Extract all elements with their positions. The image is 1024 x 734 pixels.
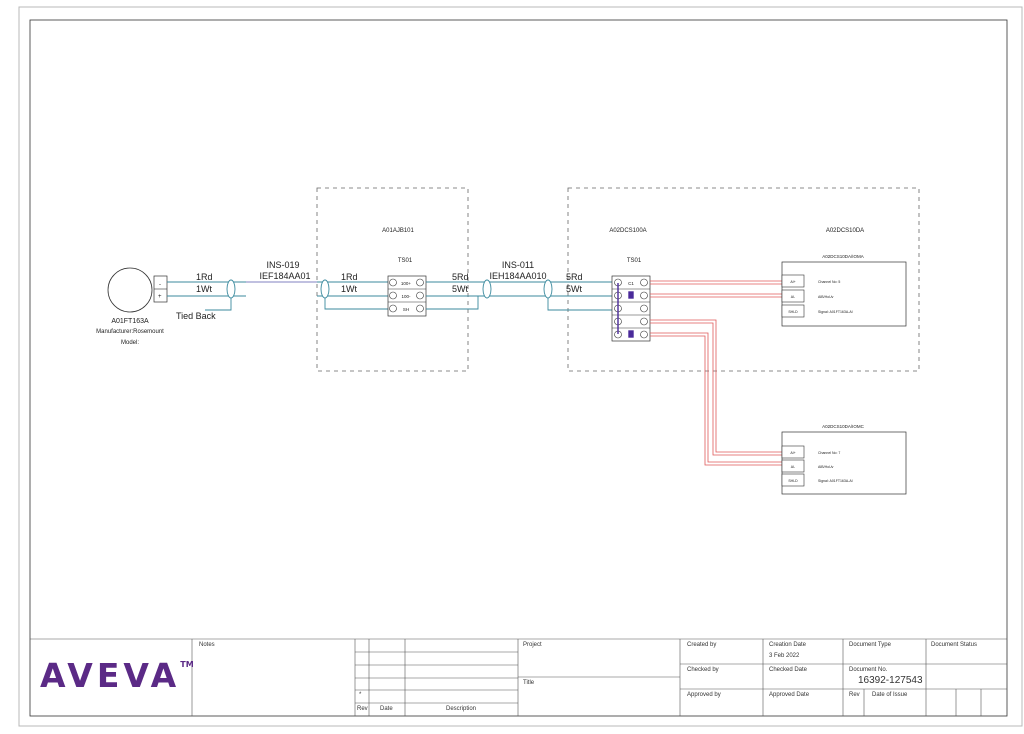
date-header: Date [380,706,393,712]
core-label-5rd-c: 5Rd [452,272,469,282]
cable-1-name: INS-019 [266,260,299,270]
document-status-label: Document Status [931,642,978,648]
aveva-logo: AVEVATM [40,656,194,695]
io-card-2-pin-1: AI+ [790,451,795,455]
rev-label: Rev [849,692,860,698]
transmitter-symbol[interactable] [107,267,153,313]
core-label-5wt-c: 5Wt [452,284,469,294]
instrument-manufacturer: Manufacturer:Rosemount [96,329,164,335]
dcs-bridge-jumpers [617,283,634,338]
dcs-right-tag: A02DCS10DA [826,228,864,234]
core-label-1wt-a: 1Wt [196,284,213,294]
junction-box-enclosure [316,187,469,372]
core-label-1rd-a: 1Rd [196,272,213,282]
creation-date-value: 3 Feb 2022 [769,653,800,659]
dcs-strip: TS01 [627,258,642,264]
io-card-1-pin-1: AI+ [790,280,795,284]
checked-date-label: Checked Date [769,667,808,673]
dcs-terminal-1[interactable]: C1 [628,281,634,286]
trademark-mark: TM [180,660,194,669]
io-card-2-desc-3: Signal: A01FT163A-AI [818,479,853,483]
io-card-1-desc-2: AIB/HoUv [818,295,834,299]
cable-2-part: IEH184AA010 [489,271,546,281]
dcs-left-tag: A02DCS100A [609,228,646,234]
red-signal-wires [650,280,782,466]
instrument-model: Model: [121,340,139,346]
creation-date-label: Creation Date [769,642,807,648]
document-type-label: Document Type [849,642,891,648]
io-card-1-desc-3: Signal: A01FT163A-AI [818,310,853,314]
io-card-2-desc-1: Channel No: 7 [818,451,840,455]
dcs-enclosure [567,187,920,372]
cable-ins-011-gland-right [543,279,553,299]
io-card-2-pin-2: AI- [791,465,796,469]
outer-border [18,6,1023,727]
io-card-2-desc-2: AIB/HoUv [818,465,834,469]
core-label-5wt-d: 5Wt [566,284,583,294]
io-card-2[interactable] [781,431,907,495]
core-label-1wt-b: 1Wt [341,284,358,294]
jb-terminal-screws [389,278,424,313]
core-label-5rd-d: 5Rd [566,272,583,282]
instrument-tag: A01FT163A [111,318,149,325]
io-card-1-pin-2: AI- [791,295,796,299]
cable-ins-019-wires [167,281,388,311]
terminal-plus-label: + [158,294,162,300]
created-by-label: Created by [687,642,717,648]
junction-box-strip: TS01 [398,258,413,264]
core-label-1rd-b: 1Rd [341,272,358,282]
tied-back-label: Tied Back [176,311,216,321]
approved-date-label: Approved Date [769,692,810,698]
jb-terminal-1[interactable]: 100+ [401,281,412,286]
project-label: Project [523,642,542,648]
jb-terminal-2[interactable]: 100- [401,294,411,299]
cable-ins-019-gland-right [320,279,330,299]
inner-border [29,19,1008,717]
title-label: Title [523,680,535,686]
io-card-2-title: A02DCS10DA/IOMC [822,424,865,429]
rev-marker: * [359,692,362,698]
title-block-grid [30,638,1007,716]
cable-1-part: IEF184AA01 [259,271,310,281]
logo-text: AVEVA [40,656,181,695]
document-no-value: 16392-127543 [858,675,923,686]
document-no-label: Document No. [849,667,888,673]
cable-ins-011-gland-left [482,279,492,299]
notes-label: Notes [199,642,215,648]
description-header: Description [446,706,477,712]
jb-terminal-3[interactable]: SH [403,307,409,312]
cable-ins-011-wires [426,281,616,311]
approved-by-label: Approved by [687,692,721,698]
io-card-1-title: A02DCS10DA/IOMA [822,254,864,259]
io-card-1-desc-1: Channel No: 5 [818,280,840,284]
io-card-1-pin-3: SHLD [788,310,798,314]
junction-box-tag: A01AJB101 [382,228,414,234]
terminal-minus-label: - [159,282,161,288]
date-of-issue-label: Date of Issue [872,692,908,698]
cable-2-name: INS-011 [502,260,534,270]
rev-header: Rev [357,706,368,712]
checked-by-label: Checked by [687,667,719,673]
cable-ins-019-gland-left [226,279,236,299]
io-card-2-pin-3: SHLD [788,479,798,483]
io-card-1[interactable] [781,261,907,327]
